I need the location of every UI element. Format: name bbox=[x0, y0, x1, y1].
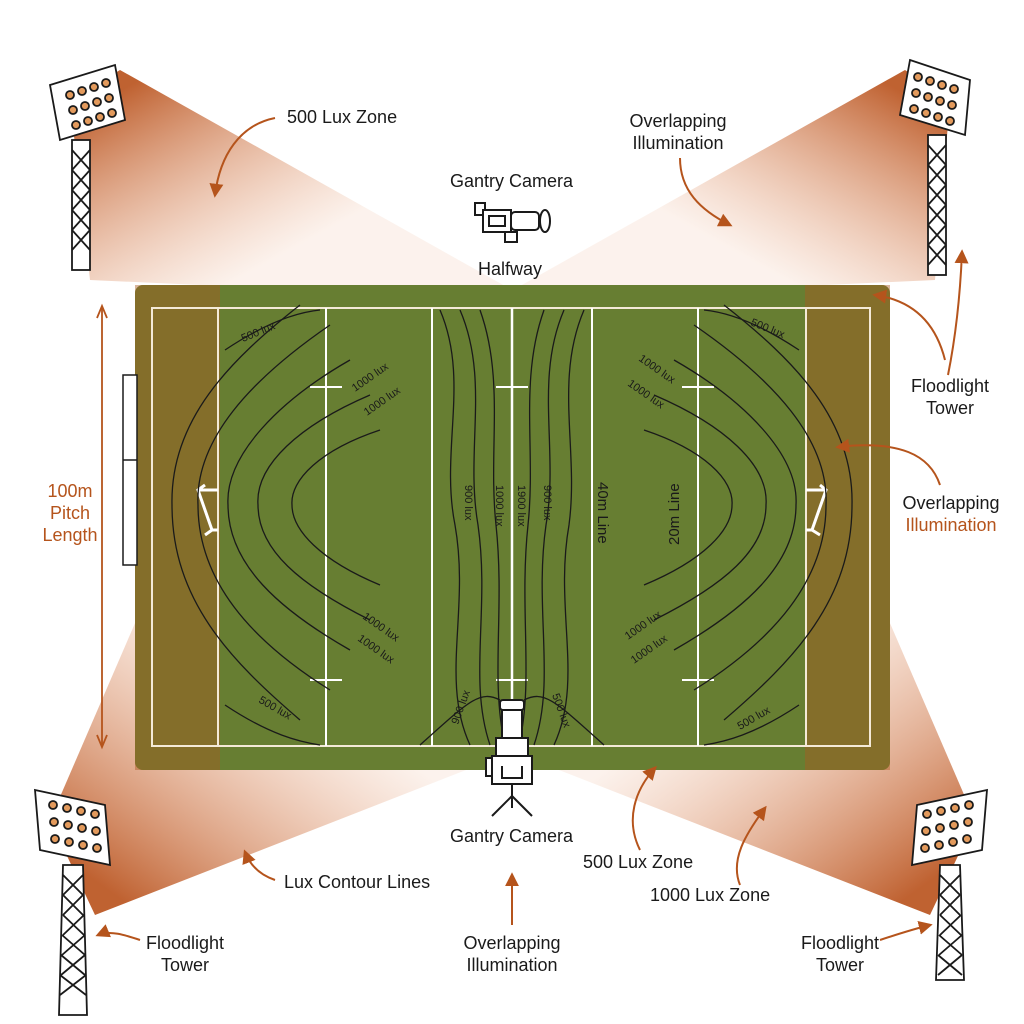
lux-contour-lines bbox=[171, 304, 853, 746]
right-goalposts bbox=[806, 483, 828, 537]
label-overlap-top-right: Overlapping Illumination bbox=[629, 111, 727, 153]
beam-top-left bbox=[70, 70, 530, 300]
camera-icon bbox=[474, 202, 551, 243]
label-500-lux-zone-top: 500 Lux Zone bbox=[287, 107, 398, 127]
label-floodlight-tower-bottom-left: Floodlight Tower bbox=[145, 933, 225, 975]
side-panel bbox=[122, 374, 138, 566]
left-goalposts bbox=[196, 483, 218, 537]
callout-arrows bbox=[95, 117, 969, 941]
label-floodlight-tower-bottom-right: Floodlight Tower bbox=[800, 933, 880, 975]
pitch-length-dimension bbox=[96, 303, 108, 750]
contour-label: 900 lux bbox=[462, 485, 474, 521]
camera-icon bbox=[485, 699, 533, 817]
label-1000-lux-zone-bottom: 1000 Lux Zone bbox=[650, 885, 771, 905]
label-20m-line: 20m Line bbox=[666, 483, 683, 545]
pitch bbox=[122, 285, 890, 770]
floodlight-tower-icon bbox=[34, 58, 988, 1016]
label-gantry-camera-top: Gantry Camera bbox=[450, 171, 574, 191]
label-pitch-length: 100m Pitch Length bbox=[42, 481, 98, 545]
contour-label: 1900 lux bbox=[515, 485, 527, 527]
contour-label: 1000 lux bbox=[493, 485, 505, 527]
label-lux-contour-lines: Lux Contour Lines bbox=[284, 872, 431, 892]
left-end-zone-shade bbox=[135, 285, 220, 770]
label-floodlight-tower-right: Floodlight Tower bbox=[910, 376, 990, 418]
right-end-zone-shade bbox=[805, 285, 890, 770]
label-gantry-camera-bottom: Gantry Camera bbox=[450, 826, 574, 846]
label-overlap-bottom: Overlapping Illumination bbox=[463, 933, 561, 975]
label-40m-line: 40m Line bbox=[594, 482, 611, 544]
label-overlap-right: Overlapping Illumination bbox=[902, 493, 1000, 535]
beam-top-right bbox=[495, 70, 950, 300]
label-halfway: Halfway bbox=[478, 259, 543, 279]
contour-label: 900 lux bbox=[541, 485, 553, 521]
label-500-lux-zone-bottom: 500 Lux Zone bbox=[583, 852, 694, 872]
